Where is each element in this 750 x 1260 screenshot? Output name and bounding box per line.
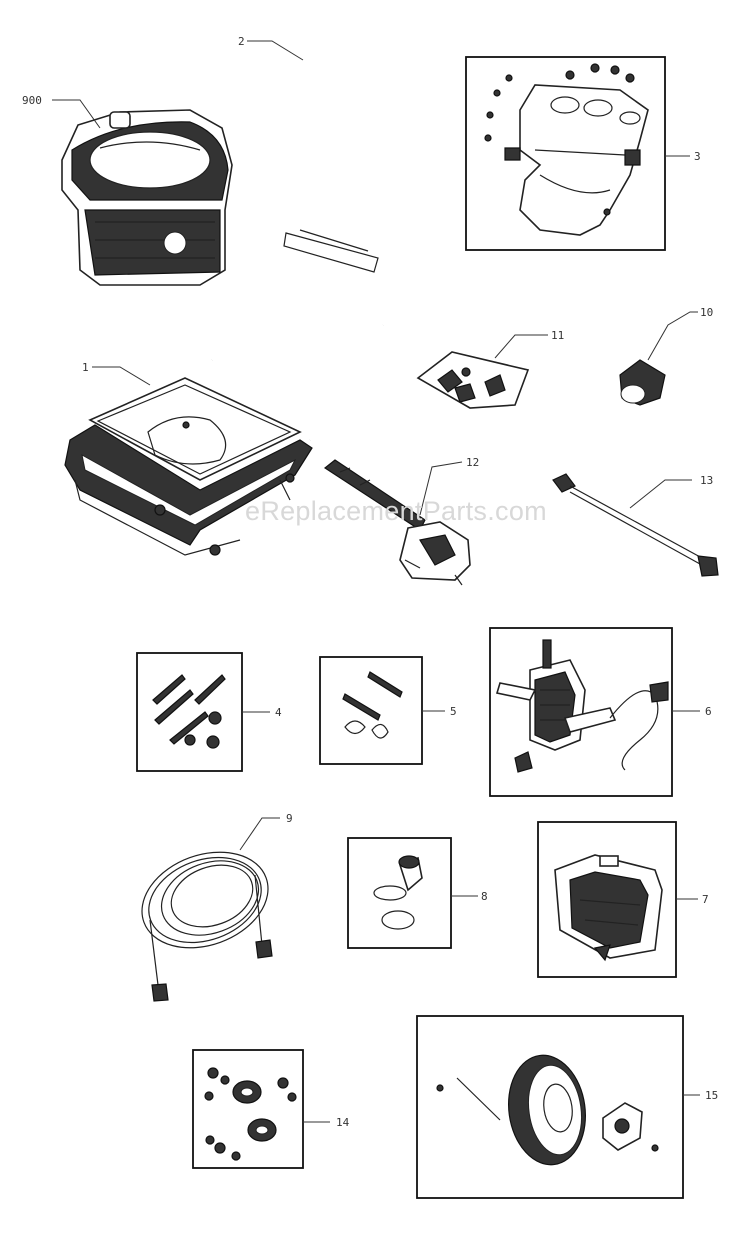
callout-12: 12 [466, 456, 479, 469]
base-frame-part[interactable] [64, 290, 325, 556]
callout-13: 13 [700, 474, 713, 487]
callout-11: 11 [551, 329, 564, 342]
spray-gun-part[interactable] [323, 459, 471, 586]
callout-5: 5 [450, 705, 457, 718]
kit-11-part[interactable] [416, 351, 530, 409]
lance-part[interactable] [552, 473, 719, 577]
callout-2: 2 [238, 35, 245, 48]
callout-3: 3 [694, 150, 701, 163]
engine-part[interactable] [61, 109, 233, 286]
hardware-kit-4-part[interactable] [152, 674, 226, 749]
callout-1: 1 [82, 361, 89, 374]
handle-frame-part[interactable] [279, 48, 416, 326]
callout-leader-2 [247, 40, 304, 61]
callout-leader-900 [52, 99, 101, 129]
kit-14-part[interactable] [204, 1067, 297, 1161]
hardware-kit-4-box [136, 652, 243, 772]
nozzle-10-part[interactable] [619, 359, 666, 406]
callout-14: 14 [336, 1116, 350, 1129]
bracket-kit-part[interactable] [484, 63, 649, 236]
callout-8: 8 [481, 890, 488, 903]
callout-leader-12 [419, 461, 463, 516]
kit-8-box [347, 837, 452, 949]
callout-7: 7 [702, 893, 709, 906]
site-watermark: eReplacementParts.com [245, 496, 547, 526]
callout-leader-13 [629, 479, 692, 509]
hardware-kit-5-part[interactable] [342, 671, 403, 739]
callout-6: 6 [705, 705, 712, 718]
wheel-kit-part[interactable] [436, 1050, 659, 1170]
hose-part[interactable] [129, 835, 282, 1002]
callout-15: 15 [705, 1089, 718, 1102]
tank-part[interactable] [554, 854, 663, 962]
callout-leader-10 [647, 311, 698, 361]
callout-4: 4 [275, 706, 282, 719]
callout-leader-9 [239, 817, 280, 851]
kit-14-box [192, 1049, 304, 1169]
pump-part[interactable] [495, 639, 669, 773]
callout-leader-11 [494, 334, 548, 359]
callout-900: 900 [22, 94, 42, 107]
callout-10: 10 [700, 306, 713, 319]
kit-8-part[interactable] [373, 855, 423, 930]
callout-leader-1 [92, 366, 151, 386]
callout-9: 9 [286, 812, 293, 825]
